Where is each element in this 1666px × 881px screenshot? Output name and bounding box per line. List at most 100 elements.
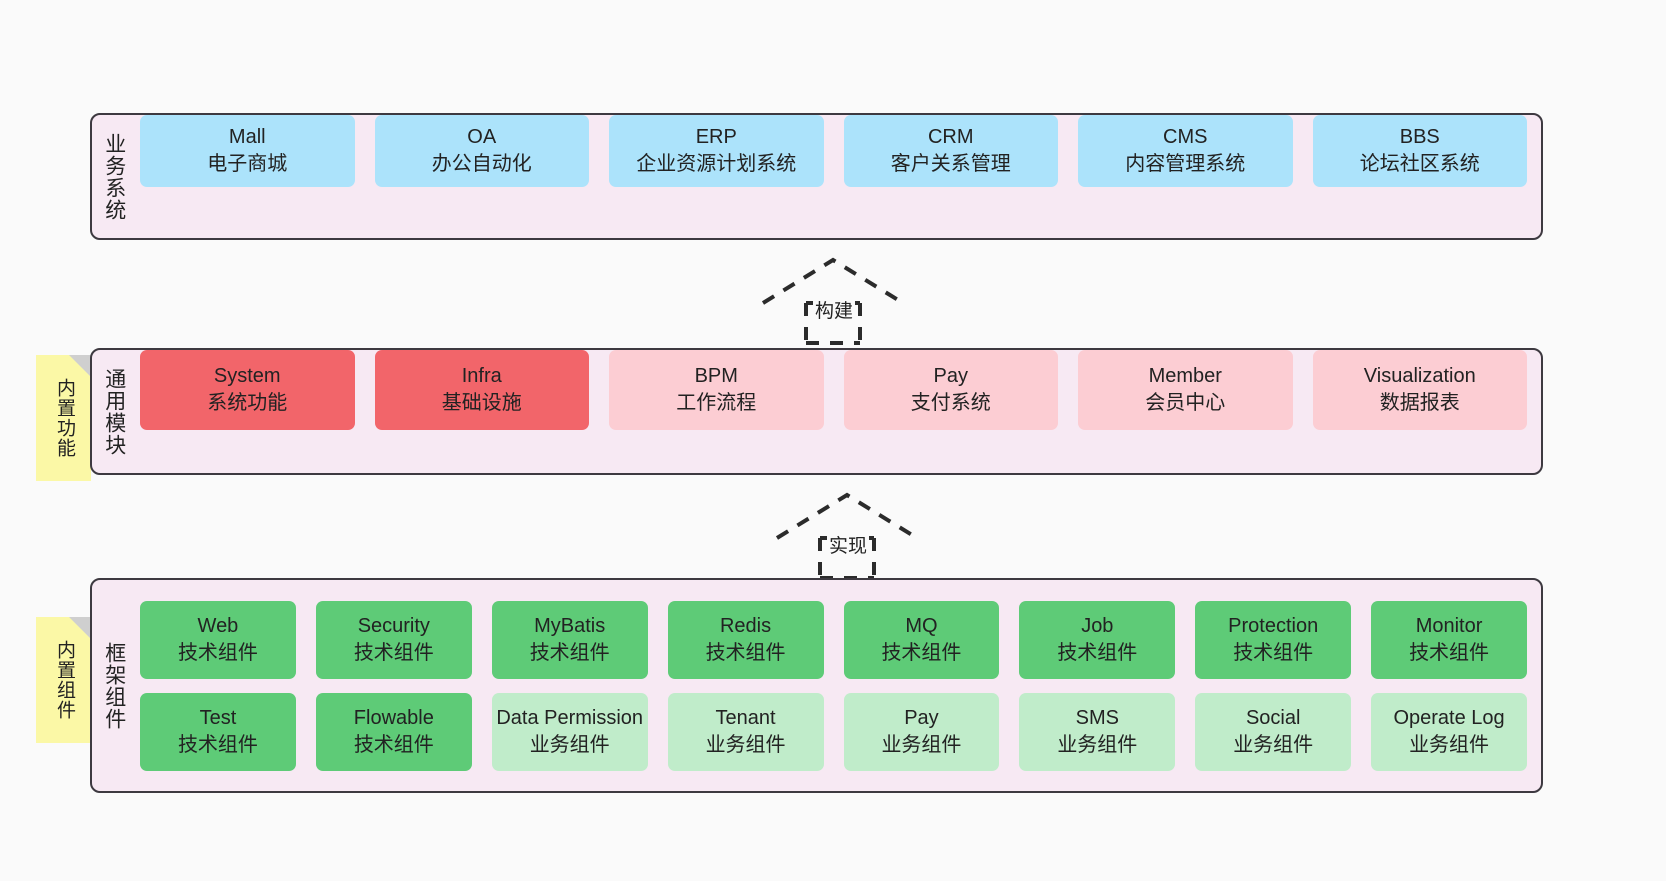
module-card-system[interactable]: System 系统功能 — [140, 350, 355, 430]
module-card-member-en: Member — [1148, 365, 1222, 387]
business-card-oa[interactable]: OA 办公自动化 — [374, 115, 589, 187]
module-card-infra[interactable]: Infra 基础设施 — [374, 350, 589, 430]
framework-card-job[interactable]: Job 技术组件 — [1019, 600, 1176, 679]
framework-card-flowable-cn: 技术组件 — [353, 733, 434, 756]
arrow-label-build: 构建 — [813, 296, 856, 323]
framework-card-test-cn: 技术组件 — [177, 733, 258, 756]
framework-card-mq-en: MQ — [905, 614, 938, 637]
framework-card-protection-en: Protection — [1228, 614, 1319, 637]
note-builtin-component: 内置组件 — [36, 617, 91, 743]
framework-card-redis-en: Redis — [719, 614, 772, 637]
framework-card-tenant-cn: 业务组件 — [705, 733, 786, 756]
framework-card-operate-log-cn: 业务组件 — [1409, 733, 1490, 756]
framework-card-social-en: Social — [1245, 706, 1301, 729]
framework-card-protection-cn: 技术组件 — [1233, 641, 1314, 664]
framework-business-row: Test 技术组件 Flowable 技术组件 Data Permission … — [140, 692, 1527, 771]
note-fold-corner-icon — [69, 617, 91, 639]
framework-card-security-cn: 技术组件 — [353, 641, 434, 664]
framework-card-mybatis-en: MyBatis — [534, 614, 606, 637]
note-builtin-component-label: 内置组件 — [53, 640, 75, 720]
framework-card-protection[interactable]: Protection 技术组件 — [1195, 600, 1352, 679]
business-card-mall-cn: 电子商城 — [207, 153, 288, 175]
framework-card-redis-cn: 技术组件 — [705, 641, 786, 664]
framework-card-sms[interactable]: SMS 业务组件 — [1019, 692, 1176, 771]
business-card-erp-en: ERP — [695, 126, 737, 148]
note-builtin-function-label: 内置功能 — [53, 378, 75, 458]
business-card-cms-cn: 内容管理系统 — [1125, 153, 1246, 175]
framework-card-redis[interactable]: Redis 技术组件 — [667, 600, 824, 679]
business-card-bbs-cn: 论坛社区系统 — [1359, 153, 1480, 175]
framework-card-monitor[interactable]: Monitor 技术组件 — [1371, 600, 1527, 679]
business-card-bbs[interactable]: BBS 论坛社区系统 — [1312, 115, 1527, 187]
layer-general-module-body: System 系统功能 Infra 基础设施 BPM 工作流程 Pay 支付系统… — [136, 350, 1541, 430]
module-card-visualization[interactable]: Visualization 数据报表 — [1312, 350, 1527, 430]
framework-card-data-permission-cn: 业务组件 — [529, 733, 610, 756]
generalization-arrow-implement: 实现 — [772, 492, 922, 580]
module-card-member-cn: 会员中心 — [1145, 392, 1226, 414]
framework-card-operate-log[interactable]: Operate Log 业务组件 — [1371, 692, 1527, 771]
framework-card-social[interactable]: Social 业务组件 — [1195, 692, 1352, 771]
framework-card-mybatis[interactable]: MyBatis 技术组件 — [491, 600, 648, 679]
module-card-pay-cn: 支付系统 — [910, 392, 991, 414]
framework-card-flowable[interactable]: Flowable 技术组件 — [315, 692, 472, 771]
framework-card-mq[interactable]: MQ 技术组件 — [843, 600, 1000, 679]
framework-card-pay-cn: 业务组件 — [881, 733, 962, 756]
framework-card-data-permission-en: Data Permission — [496, 706, 644, 729]
framework-card-sms-en: SMS — [1075, 706, 1119, 729]
framework-card-web-en: Web — [197, 614, 239, 637]
module-card-bpm-cn: 工作流程 — [676, 392, 757, 414]
business-card-bbs-en: BBS — [1399, 126, 1440, 148]
business-card-mall-en: Mall — [228, 126, 266, 148]
framework-card-security[interactable]: Security 技术组件 — [315, 600, 472, 679]
layer-business-system-title: 业务系统 — [102, 132, 126, 221]
framework-card-web[interactable]: Web 技术组件 — [140, 600, 296, 679]
framework-card-flowable-en: Flowable — [353, 706, 434, 729]
arrow-head-implement — [775, 492, 919, 540]
module-card-infra-en: Infra — [461, 365, 502, 387]
framework-card-social-cn: 业务组件 — [1233, 733, 1314, 756]
framework-card-mq-cn: 技术组件 — [881, 641, 962, 664]
business-card-mall[interactable]: Mall 电子商城 — [140, 115, 355, 187]
business-card-cms[interactable]: CMS 内容管理系统 — [1078, 115, 1293, 187]
arrow-head-build — [761, 257, 905, 305]
framework-card-monitor-en: Monitor — [1415, 614, 1483, 637]
arrow-label-implement: 实现 — [827, 531, 870, 558]
framework-card-test[interactable]: Test 技术组件 — [140, 692, 296, 771]
module-card-system-en: System — [213, 365, 281, 387]
module-card-bpm-en: BPM — [694, 365, 738, 387]
framework-card-job-en: Job — [1081, 614, 1114, 637]
module-card-infra-cn: 基础设施 — [441, 392, 522, 414]
generalization-arrow-build: 构建 — [758, 257, 908, 345]
layer-general-module: 通用模块 System 系统功能 Infra 基础设施 BPM 工作流程 Pay — [90, 348, 1543, 475]
framework-card-pay-en: Pay — [904, 706, 939, 729]
framework-card-operate-log-en: Operate Log — [1393, 706, 1505, 729]
general-module-row: System 系统功能 Infra 基础设施 BPM 工作流程 Pay 支付系统… — [140, 350, 1527, 430]
framework-card-tenant-en: Tenant — [715, 706, 776, 729]
layer-business-system-body: Mall 电子商城 OA 办公自动化 ERP 企业资源计划系统 CRM 客户关系… — [136, 115, 1541, 187]
framework-card-monitor-cn: 技术组件 — [1409, 641, 1490, 664]
business-card-oa-en: OA — [467, 126, 497, 148]
module-card-pay-en: Pay — [933, 365, 968, 387]
layer-business-system: 业务系统 Mall 电子商城 OA 办公自动化 ERP 企业资源计划系统 CRM — [90, 113, 1543, 240]
module-card-bpm[interactable]: BPM 工作流程 — [609, 350, 824, 430]
framework-card-data-permission[interactable]: Data Permission 业务组件 — [491, 692, 648, 771]
business-card-cms-en: CMS — [1163, 126, 1208, 148]
framework-card-pay[interactable]: Pay 业务组件 — [843, 692, 1000, 771]
module-card-member[interactable]: Member 会员中心 — [1078, 350, 1293, 430]
business-card-crm-en: CRM — [927, 126, 974, 148]
framework-card-sms-cn: 业务组件 — [1057, 733, 1138, 756]
framework-tech-row: Web 技术组件 Security 技术组件 MyBatis 技术组件 Redi… — [140, 600, 1527, 679]
layer-general-module-title: 通用模块 — [102, 367, 126, 456]
layer-framework-component-body: Web 技术组件 Security 技术组件 MyBatis 技术组件 Redi… — [136, 580, 1541, 791]
business-card-crm[interactable]: CRM 客户关系管理 — [843, 115, 1058, 187]
framework-card-test-en: Test — [199, 706, 237, 729]
framework-card-tenant[interactable]: Tenant 业务组件 — [667, 692, 824, 771]
business-card-erp[interactable]: ERP 企业资源计划系统 — [609, 115, 824, 187]
business-system-row: Mall 电子商城 OA 办公自动化 ERP 企业资源计划系统 CRM 客户关系… — [140, 115, 1527, 187]
framework-card-security-en: Security — [357, 614, 430, 637]
module-card-visualization-cn: 数据报表 — [1379, 392, 1460, 414]
module-card-system-cn: 系统功能 — [207, 392, 288, 414]
module-card-pay[interactable]: Pay 支付系统 — [843, 350, 1058, 430]
note-fold-corner-icon — [69, 355, 91, 377]
